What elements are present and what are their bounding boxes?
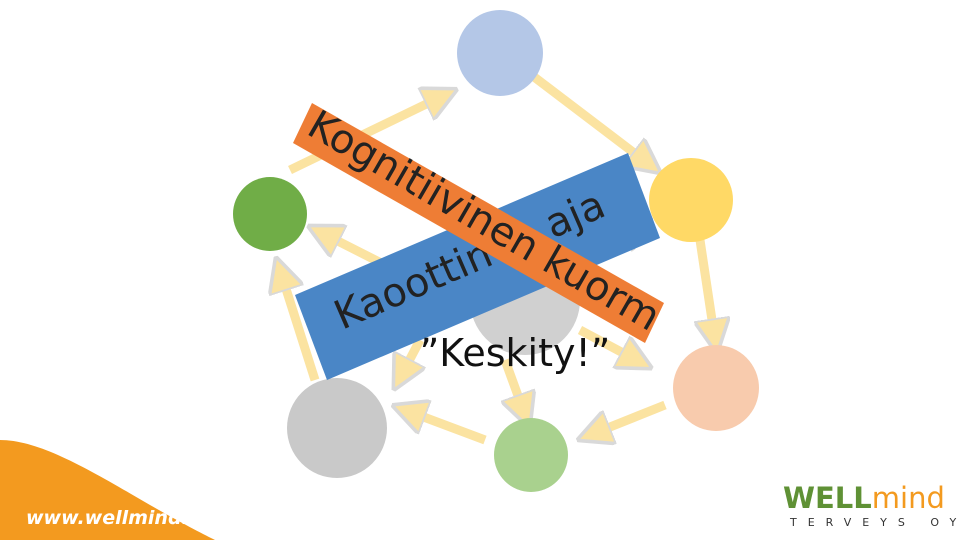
center-text: ”Keskity!” <box>420 331 611 375</box>
arrow-right-lower-to-bottom <box>590 400 667 435</box>
svg-text:WELLmind: WELLmind <box>783 481 945 515</box>
circle-top <box>457 10 543 96</box>
footer-wave <box>0 440 215 540</box>
arrow-right-to-right-lower <box>700 239 715 340</box>
arrow-bottom-to-bottom-left <box>405 410 487 445</box>
circle-top-right <box>649 158 733 242</box>
circle-left <box>233 177 307 251</box>
logo-well-text: WELL <box>783 481 872 515</box>
arrow-left-to-top <box>288 95 445 175</box>
footer-url: www.wellmind.fi <box>26 507 205 529</box>
circle-bottom-left <box>287 378 387 478</box>
logo-mind-text: mind <box>872 481 945 515</box>
arrow-center-to-bottom-left <box>400 337 420 378</box>
arrow-center-to-bottom <box>505 358 525 415</box>
band-orange-shape <box>293 103 664 343</box>
band-blue-shape <box>295 153 660 380</box>
circle-bottom <box>494 418 568 492</box>
circle-right <box>673 345 759 431</box>
arrow-top-to-right <box>522 66 650 165</box>
wellmind-logo: WELLmind TERVEYS OY <box>783 481 960 529</box>
arrow-bottom-left-to-left <box>280 270 320 382</box>
logo-subtitle: TERVEYS OY <box>789 516 960 529</box>
arrow-center-to-right-lower <box>577 326 640 362</box>
